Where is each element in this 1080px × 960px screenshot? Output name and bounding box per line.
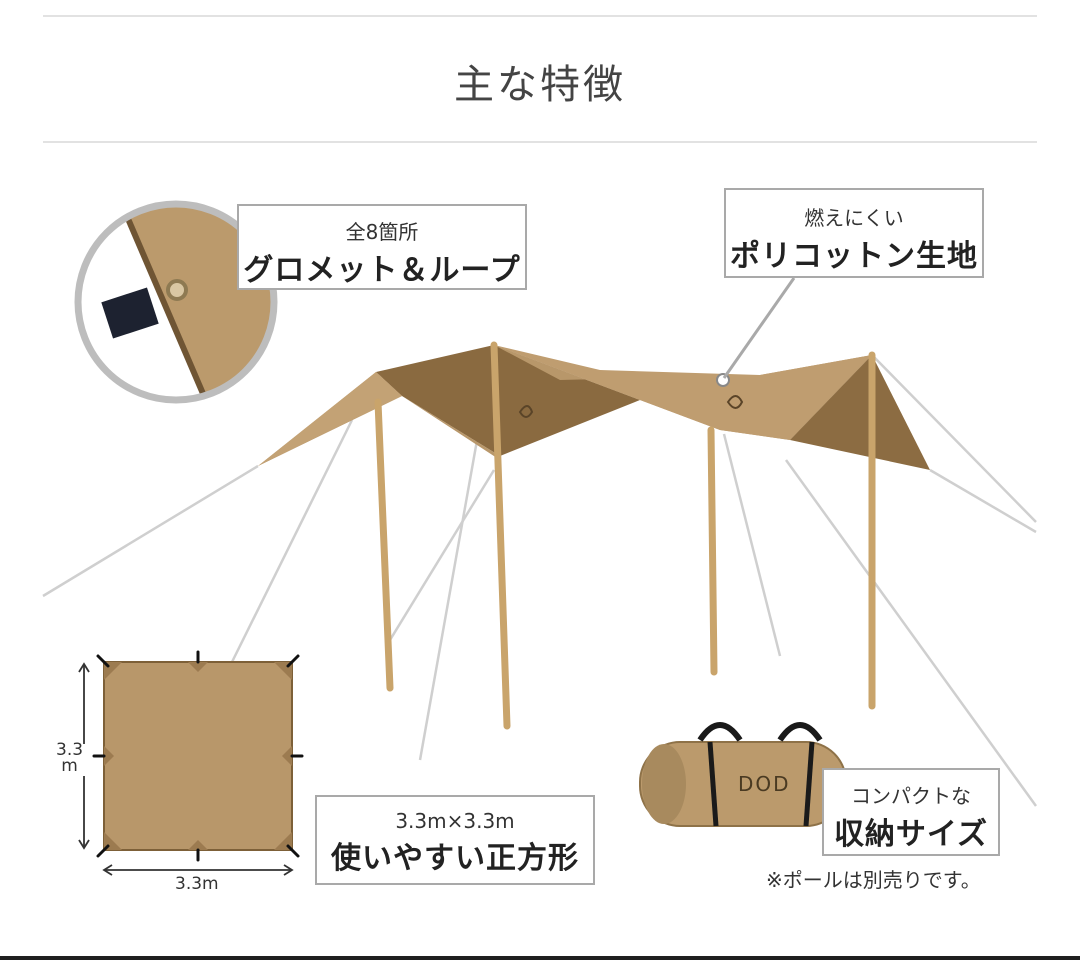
width-label: 3.3m [175, 874, 219, 894]
height-unit: m [61, 756, 78, 776]
storage-bag [639, 722, 847, 827]
height-label: 3.3 m [56, 740, 84, 776]
tarp [258, 345, 930, 470]
fabric-callout-small: 燃えにくい [804, 206, 904, 230]
fabric-pointer [722, 277, 796, 379]
poles [374, 341, 876, 730]
storage-callout: コンパクトな 収納サイズ [822, 768, 1000, 856]
guy-ropes [42, 344, 1038, 807]
grommet-callout: 全8箇所 グロメット＆ループ [237, 204, 527, 290]
grommet-callout-large: グロメット＆ループ [243, 253, 521, 288]
section-title: 主な特徴 [454, 62, 626, 108]
bag-logo: DOD [738, 772, 791, 796]
storage-callout-large: 収納サイズ [833, 817, 989, 852]
storage-callout-small: コンパクトな [851, 784, 971, 808]
bottom-bar [0, 956, 1080, 960]
square-tarp-diagram [78, 650, 304, 876]
shape-callout-small: 3.3m×3.3m [395, 809, 515, 833]
fabric-callout-large: ポリコットン生地 [730, 239, 978, 274]
fabric-callout: 燃えにくい ポリコットン生地 [724, 188, 984, 278]
shape-callout-large: 使いやすい正方形 [331, 841, 579, 876]
shape-callout: 3.3m×3.3m 使いやすい正方形 [315, 795, 595, 885]
pole-note: ※ポールは別売りです。 [766, 868, 981, 892]
grommet-callout-small: 全8箇所 [345, 220, 419, 244]
height-value: 3.3 [56, 740, 84, 760]
top-divider [43, 15, 1037, 17]
title-divider [43, 141, 1037, 143]
